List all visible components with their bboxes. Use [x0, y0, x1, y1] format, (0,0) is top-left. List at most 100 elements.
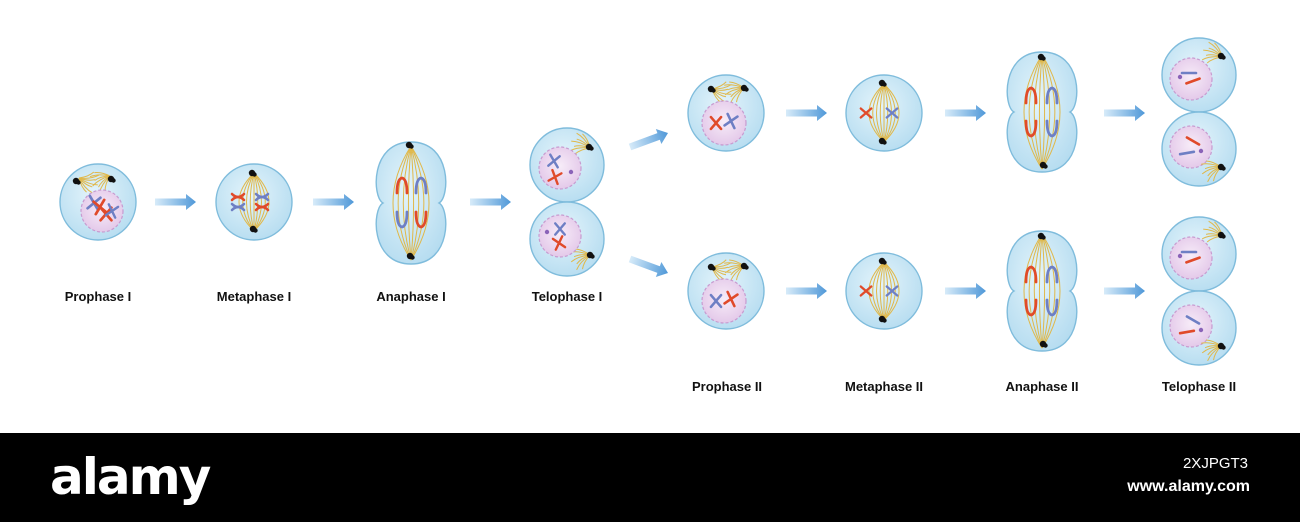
chromatid-pair	[723, 112, 739, 130]
spindle-fibre	[1041, 54, 1056, 170]
label-metaphase-i: Metaphase I	[216, 289, 292, 304]
nuclear-envelope	[538, 146, 582, 190]
nuclear-envelope	[538, 214, 582, 258]
chromosome	[1045, 119, 1059, 138]
arrow-anaphase-i	[470, 194, 511, 210]
spindle-fibre	[1023, 54, 1043, 170]
arrow-prophase-ii-bottom	[786, 283, 827, 299]
chromatid-pair	[553, 222, 567, 236]
arrow-shape	[1104, 105, 1145, 121]
spindle-fibre	[407, 145, 412, 261]
chromosome	[859, 285, 873, 297]
cell-anaphase-i	[375, 141, 447, 265]
chromosome	[1024, 298, 1038, 317]
chromosome-arm	[1024, 86, 1038, 105]
arrow-prophase-i	[155, 194, 196, 210]
chromosome-arm	[395, 176, 409, 195]
spindle-fibre	[879, 261, 885, 321]
cell-membrane	[1006, 51, 1078, 173]
spindle-fibre	[883, 261, 900, 321]
chromosome	[553, 222, 567, 236]
nuclear-envelope	[701, 278, 747, 324]
centrosome	[253, 228, 258, 233]
chromosome	[1045, 265, 1059, 284]
spindle-fibre	[402, 145, 412, 261]
chromatid	[1185, 256, 1201, 264]
image-id: 2XJPGT3	[1182, 455, 1248, 472]
centrosome	[882, 260, 887, 265]
chromosome	[859, 107, 873, 119]
nucleolus	[568, 169, 574, 175]
spindle-fibre	[876, 83, 885, 143]
spindle-fibre	[1038, 233, 1043, 349]
spindle-fibre	[1041, 233, 1051, 349]
chromosome	[709, 115, 723, 131]
chromatid	[1178, 150, 1196, 156]
spindle-fibre	[1041, 54, 1061, 170]
chromatid	[1185, 77, 1201, 85]
nuclear-envelope	[1169, 57, 1213, 101]
spindle-fibre	[872, 83, 885, 143]
chromosome-arm	[1024, 298, 1038, 317]
arrow-telophase-i-down	[628, 255, 668, 278]
cell-prophase-ii-top	[687, 74, 765, 152]
chromosome	[547, 153, 561, 169]
nuclear-envelope	[701, 100, 747, 146]
centrosome	[409, 144, 414, 149]
chromatid	[1185, 315, 1201, 325]
chromatid-pair	[709, 115, 723, 131]
chromosome	[723, 290, 739, 308]
spindle-fibre	[1028, 54, 1043, 170]
cell-prophase-ii-bottom	[687, 252, 765, 330]
chromosome-arm	[1024, 119, 1038, 138]
arrow-shape	[628, 128, 668, 151]
chromatid-pair	[885, 285, 899, 297]
arrow-shape	[945, 283, 986, 299]
spindle-fibre	[883, 83, 889, 143]
chromatid-pair	[551, 235, 567, 251]
spindle-fibre	[410, 145, 425, 261]
centrosome	[252, 172, 257, 177]
centrosome	[882, 318, 887, 323]
label-telophase-ii: Telophase II	[1161, 379, 1237, 394]
arrow-shape	[313, 194, 354, 210]
chromosome	[414, 176, 428, 195]
arrow-metaphase-ii-top	[945, 105, 986, 121]
watermark-footer: alamy 2XJPGT3 www.alamy.com	[0, 433, 1300, 522]
chromatid-pair	[709, 293, 723, 309]
cell-anaphase-ii-bottom	[1006, 230, 1078, 352]
centrosome	[76, 180, 81, 185]
chromosome	[1024, 265, 1038, 284]
chromatid-pair	[723, 290, 739, 308]
spindle-fibre	[883, 261, 889, 321]
chromosome-arm	[1024, 265, 1038, 284]
arrow-anaphase-ii-bottom	[1104, 283, 1145, 299]
centrosome	[711, 88, 716, 93]
centrosome	[589, 146, 594, 151]
centrosome	[1041, 235, 1046, 240]
cell-membrane	[375, 141, 447, 265]
spindle-fibre	[253, 172, 262, 232]
spindle-fibre	[883, 83, 896, 143]
aster-fibre	[78, 177, 87, 193]
chromosome	[885, 107, 899, 119]
chromosome	[254, 202, 270, 212]
chromosome	[1045, 298, 1059, 317]
centrosome	[744, 87, 749, 92]
chromosome-arm	[414, 210, 428, 229]
arrow-metaphase-i	[313, 194, 354, 210]
chromosome	[551, 235, 567, 251]
cell-anaphase-ii-top	[1006, 51, 1078, 173]
nucleolus	[1198, 148, 1204, 154]
spindle-fibre	[1041, 233, 1056, 349]
spindle-fibre	[392, 145, 412, 261]
chromatid	[1178, 329, 1196, 335]
centrosome	[711, 266, 716, 271]
chromosome-arm	[1045, 265, 1059, 284]
spindle-fibre	[242, 172, 255, 232]
centrosome	[410, 255, 415, 260]
spindle-fibre	[883, 83, 900, 143]
spindle-fibre	[410, 145, 430, 261]
centrosome	[1221, 55, 1226, 60]
cell-telophase-ii-top	[1161, 37, 1237, 187]
